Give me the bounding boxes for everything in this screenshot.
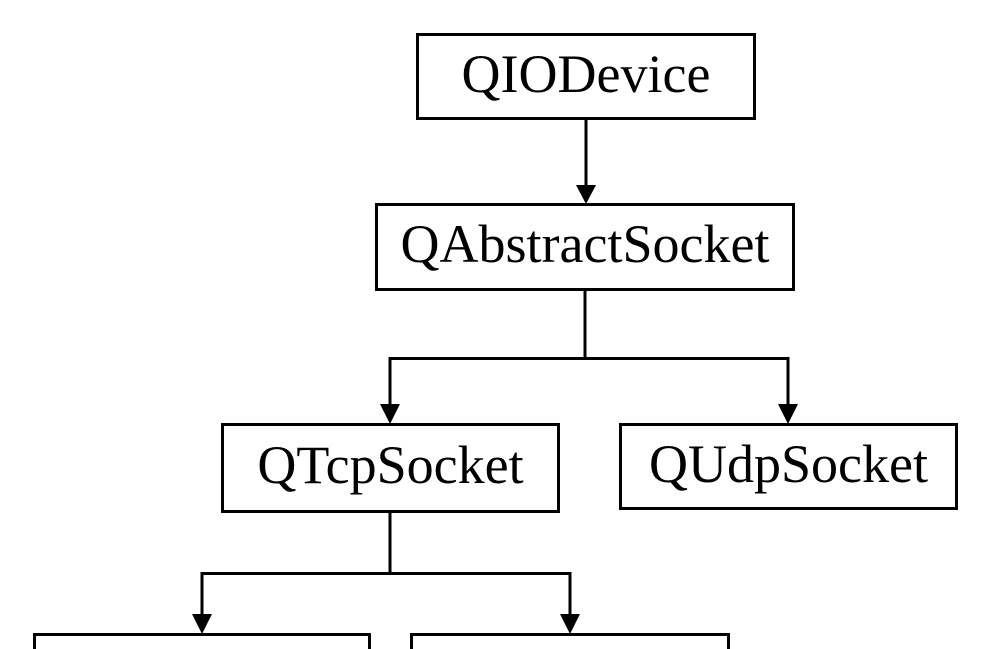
edge-qtcpsocket-to-children — [200, 513, 572, 630]
node-qudpsocket-label: QUdpSocket — [649, 433, 928, 494]
arrowhead-to-qtcpsocket-icon — [380, 404, 400, 424]
node-qudpsocket: QUdpSocket — [619, 423, 958, 510]
node-bottom-left-cutoff — [33, 633, 371, 649]
node-bottom-right-cutoff — [410, 633, 730, 649]
node-qtcpsocket: QTcpSocket — [221, 423, 560, 513]
arrowhead-to-bottom-left-icon — [192, 614, 212, 634]
arrowhead-to-qabstractsocket-icon — [576, 185, 596, 204]
edge-qabstractsocket-to-children — [388, 291, 790, 420]
node-qiodevice: QIODevice — [416, 33, 756, 120]
arrowhead-to-qudpsocket-icon — [778, 404, 798, 424]
arrowhead-to-bottom-right-icon — [560, 614, 580, 634]
node-qiodevice-label: QIODevice — [461, 43, 711, 104]
node-qabstractsocket: QAbstractSocket — [375, 203, 795, 291]
node-qabstractsocket-label: QAbstractSocket — [400, 214, 770, 274]
node-qtcpsocket-label: QTcpSocket — [257, 435, 524, 495]
